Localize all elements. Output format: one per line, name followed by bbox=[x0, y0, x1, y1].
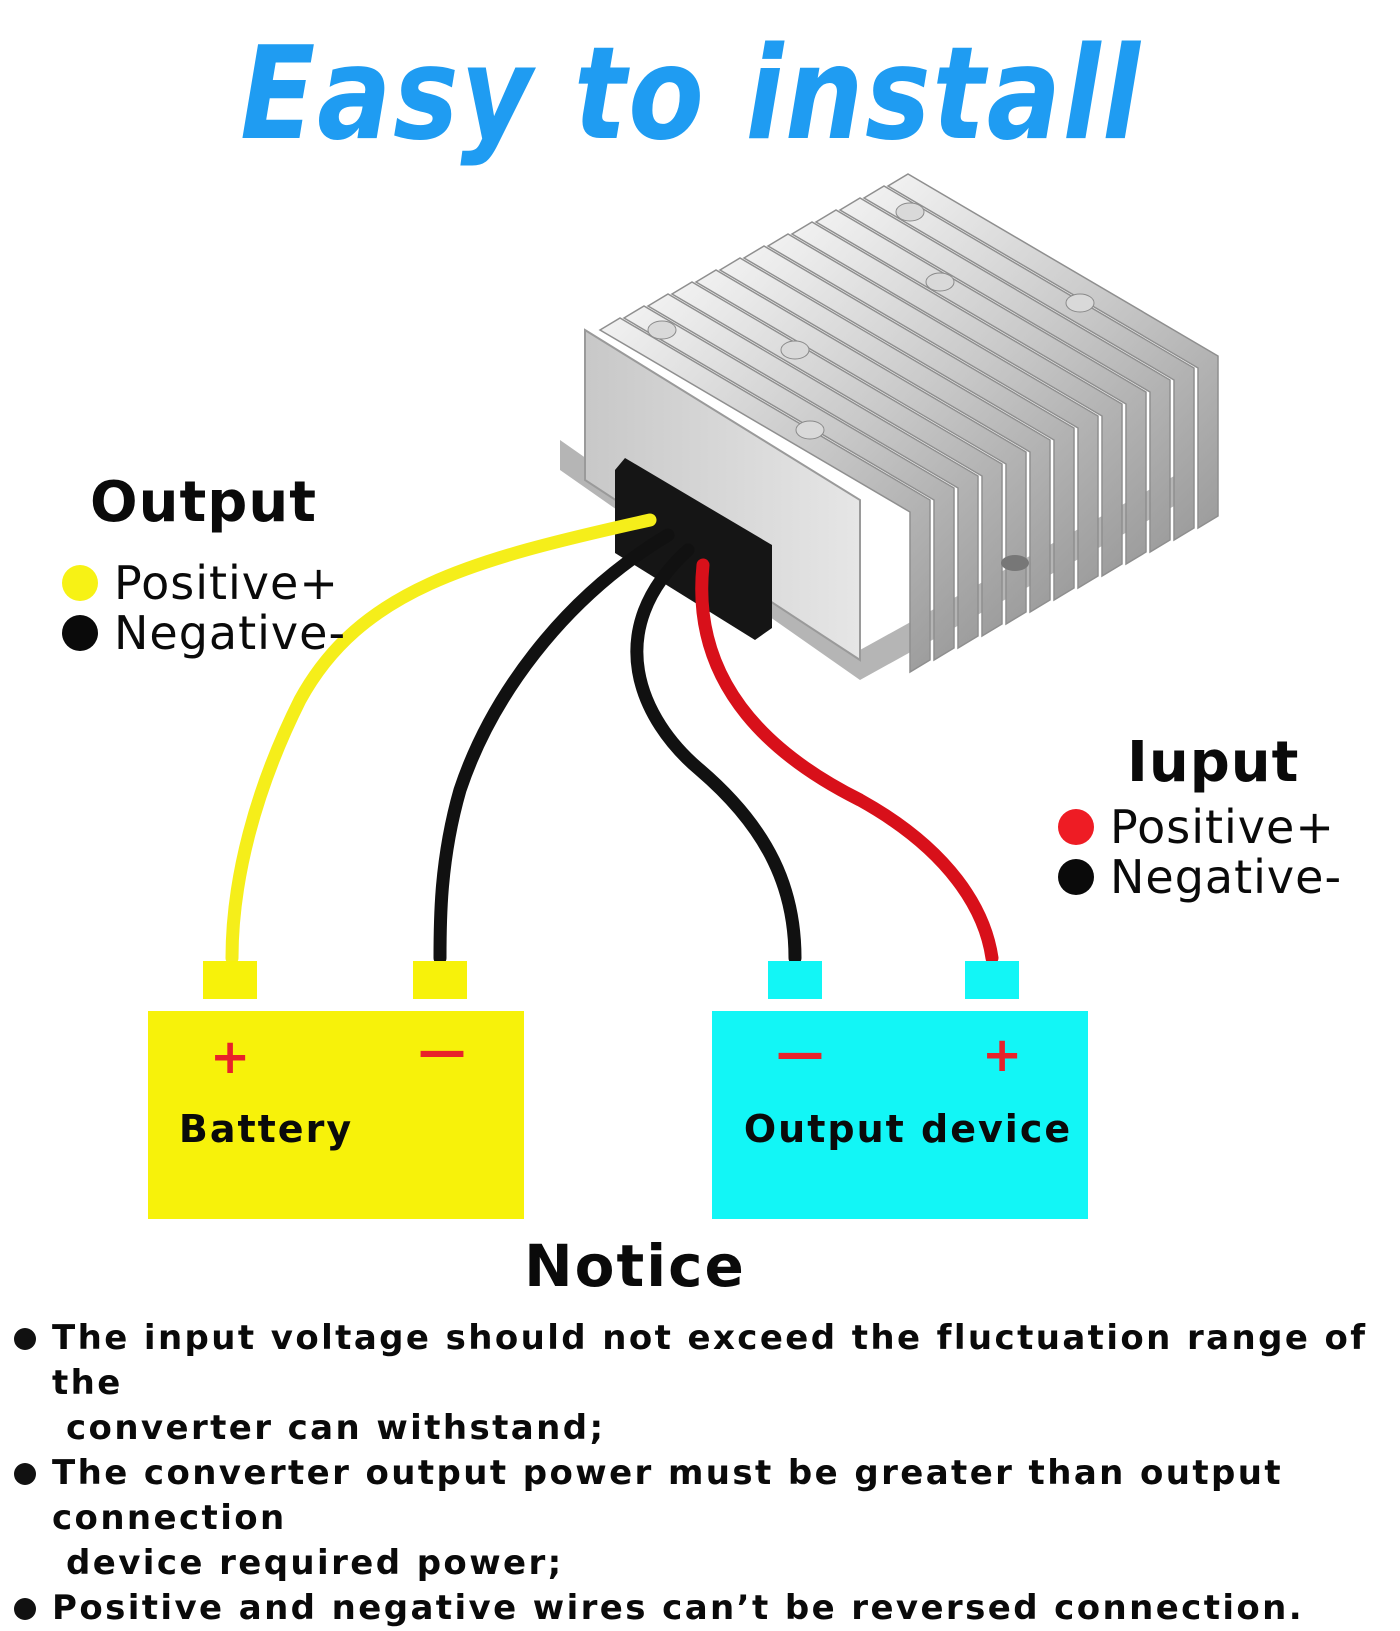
mounting-hole bbox=[1001, 555, 1029, 571]
heatsink-fin bbox=[790, 221, 1123, 578]
screw-head bbox=[647, 320, 677, 340]
converter-module bbox=[560, 173, 1219, 680]
heatsink-fin bbox=[718, 257, 1051, 614]
heatsink-fins bbox=[598, 173, 1219, 674]
output-legend: Positive+ Negative- bbox=[62, 558, 346, 658]
battery-terminal-negative bbox=[413, 961, 467, 999]
output-legend-positive: Positive+ bbox=[62, 558, 346, 608]
yellow-dot-icon bbox=[62, 565, 98, 601]
heatsink-fin bbox=[694, 269, 1027, 626]
screw-head bbox=[1065, 293, 1095, 313]
battery-plus-sign: + bbox=[210, 1029, 251, 1085]
bullet-icon bbox=[14, 1598, 36, 1620]
screw-head bbox=[795, 420, 825, 440]
battery-minus-sign: — bbox=[418, 1023, 466, 1079]
notice-item: Positive and negative wires can’t be rev… bbox=[14, 1586, 1394, 1631]
battery-label: Battery bbox=[178, 1107, 354, 1151]
notice-item: The input voltage should not exceed the … bbox=[14, 1316, 1394, 1451]
screw-head bbox=[925, 272, 955, 292]
input-title: Iuput bbox=[1127, 730, 1300, 795]
heatsink-fin bbox=[598, 317, 931, 674]
input-legend-negative: Negative- bbox=[1058, 852, 1342, 902]
notice-list: The input voltage should not exceed the … bbox=[14, 1316, 1394, 1631]
headline: Easy to install bbox=[89, 20, 1293, 170]
output-device-label: Output device bbox=[743, 1107, 1073, 1151]
heatsink-fin bbox=[838, 197, 1171, 554]
wire-output-positive-yellow bbox=[225, 513, 657, 965]
device-terminal-negative bbox=[768, 961, 822, 999]
heatsink-fin bbox=[670, 281, 1003, 638]
screw-head bbox=[895, 202, 925, 222]
wire-input-positive-red bbox=[695, 558, 999, 965]
black-dot-icon bbox=[1058, 859, 1094, 895]
red-dot-icon bbox=[1058, 809, 1094, 845]
heatsink-fin bbox=[814, 209, 1147, 566]
converter-front-face bbox=[584, 328, 861, 662]
input-legend: Positive+ Negative- bbox=[1058, 802, 1342, 902]
bullet-icon bbox=[14, 1463, 36, 1485]
headline-text: Easy to install bbox=[240, 20, 1142, 169]
output-device-box: — + Output device bbox=[712, 1011, 1088, 1219]
notice-title: Notice bbox=[524, 1232, 746, 1300]
device-plus-sign: + bbox=[982, 1027, 1023, 1083]
screw-head bbox=[780, 340, 810, 360]
battery-box: + — Battery bbox=[148, 1011, 524, 1219]
device-terminal-positive bbox=[965, 961, 1019, 999]
wire-output-negative-black bbox=[433, 528, 675, 965]
output-title: Output bbox=[90, 470, 317, 535]
heatsink-fin bbox=[886, 173, 1219, 530]
heatsink-fin bbox=[742, 245, 1075, 602]
notice-item: The converter output power must be great… bbox=[14, 1451, 1394, 1586]
device-minus-sign: — bbox=[776, 1025, 824, 1081]
battery-terminal-positive bbox=[203, 961, 257, 999]
heatsink-fin bbox=[646, 293, 979, 650]
wiring-diagram bbox=[203, 173, 1219, 999]
wire-input-negative-black bbox=[630, 543, 802, 965]
heatsink-fin bbox=[622, 305, 955, 662]
bullet-icon bbox=[14, 1328, 36, 1350]
output-legend-negative: Negative- bbox=[62, 608, 346, 658]
heatsink-fin bbox=[766, 233, 1099, 590]
black-dot-icon bbox=[62, 615, 98, 651]
heatsink-fin bbox=[862, 185, 1195, 542]
input-legend-positive: Positive+ bbox=[1058, 802, 1342, 852]
